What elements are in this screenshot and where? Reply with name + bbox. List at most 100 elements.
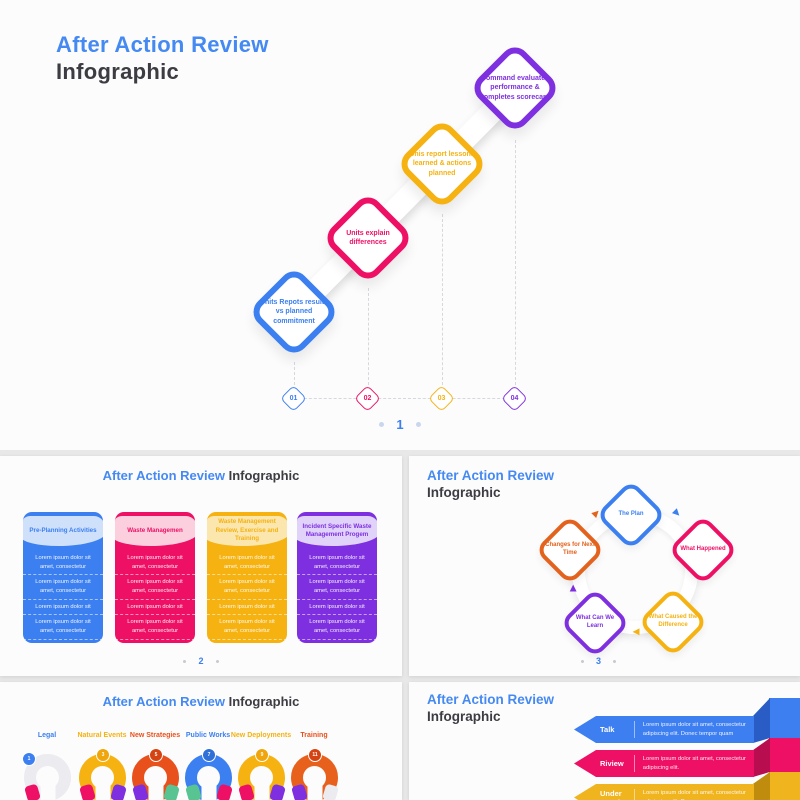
step-number-1: 01: [289, 395, 298, 402]
step-number-diamond-3: 03: [428, 385, 455, 412]
ribbon-understand: Under stand Lorem ipsum dolor sit amet, …: [574, 784, 754, 800]
horseshoe-notch: [148, 784, 163, 800]
step-badge-2: 3: [96, 748, 110, 762]
step-diamond-2: Units explain differences: [321, 191, 415, 285]
list-item: Lorem ipsum dolor sit amet, consectetur: [207, 551, 287, 576]
cycle-node-what-learn: What Can We Learn: [559, 587, 631, 659]
pagination-slide3: 3: [409, 656, 800, 666]
column-2-header: Waste Managemen: [115, 516, 195, 546]
step-number-diamond-2: 02: [354, 385, 381, 412]
step-badge-1: 1: [22, 752, 36, 766]
step-number-2: 02: [363, 395, 372, 402]
flow-arrow-icon: ▶: [632, 627, 640, 638]
list-item: Lorem ipsum dolor sit: [207, 600, 287, 616]
slide2-title: After Action Review Infographic: [0, 468, 402, 483]
timeline-label-new-deployments: New Deployments: [230, 732, 292, 739]
step-badge-4: 7: [202, 748, 216, 762]
horseshoe-leg: [163, 783, 180, 800]
cycle-node-the-plan: The Plan: [595, 479, 667, 551]
list-item: Lorem ipsum dolor sit amet, consectetur: [23, 551, 103, 576]
step-diamond-3: Unis report lessons learned & actions pl…: [395, 117, 489, 211]
column-1-rows: Lorem ipsum dolor sit amet, consectetur …: [23, 551, 103, 643]
list-item: Lorem ipsum dolor sit amet, consectetur: [297, 575, 377, 600]
step-diamond-1-label: Units Repots results vs planned commitme…: [259, 298, 329, 325]
step-number-diamond-4: 04: [501, 385, 528, 412]
dashed-drop-line-2: [368, 288, 369, 385]
column-incident-program: Incident Specific Waste Management Proge…: [297, 512, 377, 643]
slide5-title-accent: After Action Review: [427, 692, 555, 707]
slide-4-thumbnail[interactable]: After Action Review Infographic Legal Na…: [0, 682, 402, 800]
horseshoe-leg: [269, 783, 286, 800]
cycle-node-changes: Changes for Next Time: [534, 514, 606, 586]
column-review-training: Waste Management Review, Exercise and Tr…: [207, 512, 287, 643]
slide-5-thumbnail[interactable]: After Action Review Infographic Talk Lor…: [409, 682, 800, 800]
page-number: 1: [396, 417, 404, 432]
step-badge-6: 11: [308, 748, 322, 762]
slide3-title-rest: Infographic: [427, 484, 501, 500]
slide4-title-accent: After Action Review: [102, 694, 225, 709]
ribbon-divider: [633, 755, 635, 772]
step-number-3: 03: [437, 395, 446, 402]
ribbon-riview: Riview Lorem ipsum dolor sit amet, conse…: [574, 750, 754, 777]
dashed-drop-line-3: [442, 214, 443, 385]
horseshoe-leg: [216, 783, 233, 800]
slide3-title: After Action Review Infographic: [427, 468, 554, 502]
column-4-header: Incident Specific Waste Management Proge…: [297, 516, 377, 546]
list-item: Lorem ipsum dolor sit: [207, 640, 287, 643]
pagination-dot: [379, 422, 385, 427]
cycle-node-label: What Can We Learn: [575, 615, 615, 629]
horseshoe-notch: [201, 784, 216, 800]
list-item: Lorem ipsum dolor sit amet, consectetur: [115, 615, 195, 640]
ribbon-label: Under stand: [600, 788, 622, 800]
timeline-label-new-strategies: New Strategies: [129, 732, 181, 739]
ribbon-text: Lorem ipsum dolor sit amet, consectetur …: [642, 722, 746, 737]
ribbon-label: Riview: [600, 759, 624, 768]
horseshoe-notch: [254, 784, 269, 800]
slide4-title: After Action Review Infographic: [0, 694, 402, 709]
column-3-rows: Lorem ipsum dolor sit amet, consectetur …: [207, 551, 287, 643]
timeline-label-natural-events: Natural Events: [77, 732, 127, 739]
column-waste-management: Waste Managemen Lorem ipsum dolor sit am…: [115, 512, 195, 643]
slide-1-main[interactable]: After Action Review Infographic Units Re…: [0, 0, 800, 450]
step-diamond-4: Command evaluates performance & complete…: [468, 41, 562, 135]
slide3-title-accent: After Action Review: [427, 468, 555, 483]
list-item: Lorem ipsum dolor sit: [23, 640, 103, 643]
slide5-title: After Action Review Infographic: [427, 692, 554, 726]
step-badge-5: 9: [255, 748, 269, 762]
step-diamond-4-label: Command evaluates performance & complete…: [479, 74, 551, 101]
horseshoe-3: [132, 754, 179, 800]
ribbon-text: Lorem ipsum dolor sit amet, consectetur …: [642, 790, 746, 800]
column-2-rows: Lorem ipsum dolor sit amet, consectetur …: [115, 551, 195, 643]
ribbon-fold-pink: [753, 738, 770, 777]
slide-3-thumbnail[interactable]: After Action Review Infographic ▶ ▶ ▶ ▶ …: [409, 456, 800, 676]
list-item: Lorem ipsum dolor sit: [23, 600, 103, 616]
slide1-title: After Action Review Infographic: [56, 32, 269, 86]
slide2-title-accent: After Action Review: [102, 468, 225, 483]
cycle-node-label: Changes for Next Time: [545, 542, 595, 556]
page-number: 3: [595, 656, 601, 666]
list-item: Lorem ipsum dolor sit amet, consectetur: [115, 551, 195, 576]
step-diamond-3-label: Unis report lessons learned & actions pl…: [409, 150, 475, 177]
column-4-rows: Lorem ipsum dolor sit amet, consectetur …: [297, 551, 377, 643]
cycle-node-label: What Caused the Difference: [648, 614, 698, 628]
timeline-label-legal: Legal: [37, 732, 57, 739]
list-item: Lorem ipsum dolor sit: [297, 640, 377, 643]
pagination-slide2: 2: [0, 656, 402, 666]
ribbon-talk: Talk Lorem ipsum dolor sit amet, consect…: [574, 716, 754, 743]
slide2-title-rest: Infographic: [228, 468, 300, 483]
slide1-title-accent: After Action Review: [56, 32, 269, 57]
step-diamond-1: Units Repots results vs planned commitme…: [247, 265, 341, 359]
ribbon-label: Talk: [600, 725, 615, 734]
pagination-dot: [183, 659, 187, 663]
pagination-dot: [415, 422, 421, 427]
slide-2-thumbnail[interactable]: After Action Review Infographic Pre-Plan…: [0, 456, 402, 676]
slide4-title-rest: Infographic: [228, 694, 300, 709]
pagination-dot: [215, 659, 219, 663]
dashed-baseline: [294, 398, 515, 399]
dashed-drop-line-4: [515, 140, 516, 385]
horseshoe-notch: [40, 784, 55, 800]
column-pre-planning: Pre-Planning Activities Lorem ipsum dolo…: [23, 512, 103, 643]
cycle-node-what-caused: What Caused the Difference: [637, 586, 709, 658]
list-item: Lorem ipsum dolor sit amet, consectetur: [23, 615, 103, 640]
